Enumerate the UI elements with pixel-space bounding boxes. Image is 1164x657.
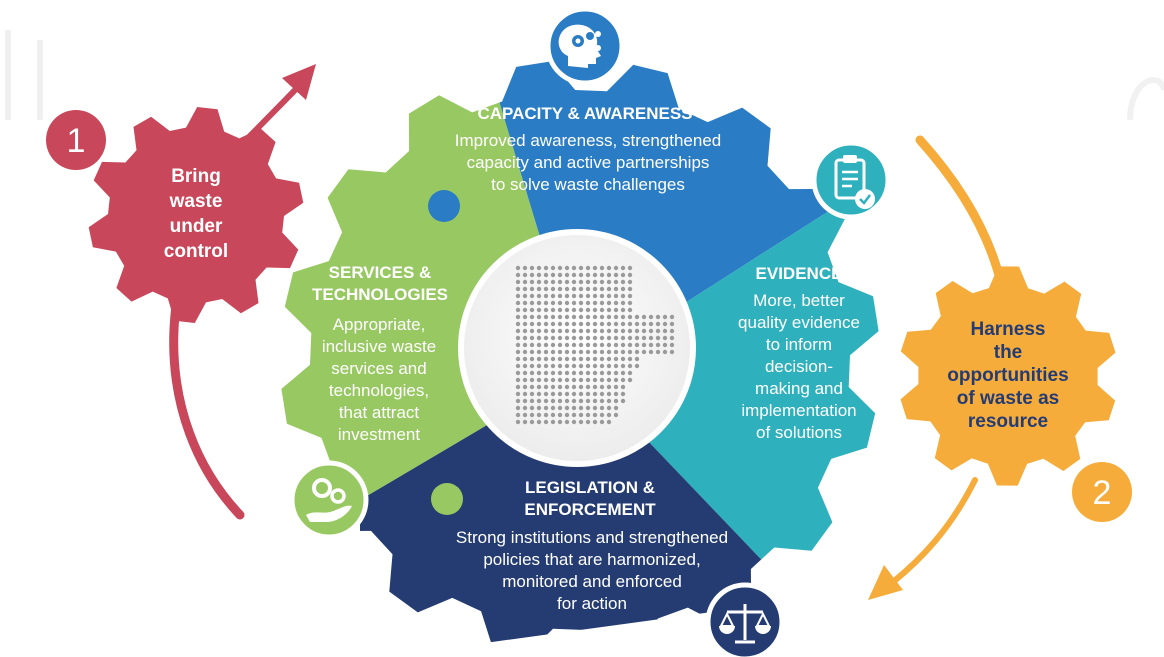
legislation-body-line-3: monitored and enforced <box>502 572 682 591</box>
right-gear-label-line-1: Harness <box>971 319 1046 340</box>
capacity-text: CAPACITY & AWARENESS Improved awareness,… <box>455 104 722 194</box>
right-gear-label-line-3: opportunities <box>947 365 1068 386</box>
right-arrow-head <box>868 565 903 600</box>
left-gear-label-line-3: under <box>170 216 223 237</box>
legislation-title-line-1: LEGISLATION & <box>525 478 655 497</box>
left-gear-label-line-2: waste <box>169 191 223 212</box>
services-body-line-2: inclusive waste <box>322 337 436 356</box>
scales-icon <box>705 582 785 657</box>
left-arrow-head <box>282 64 316 100</box>
legislation-body-line-4: for action <box>557 594 627 613</box>
puzzle-knob-evidence <box>734 468 766 500</box>
puzzle-knob-capacity-right <box>702 174 734 206</box>
evidence-body-line-4: decision- <box>765 357 833 376</box>
globe-dotted-map <box>515 265 675 425</box>
evidence-body-line-7: of solutions <box>756 423 842 442</box>
globe <box>458 229 696 467</box>
services-title-line-2: TECHNOLOGIES <box>312 285 448 304</box>
left-gear: Bring waste under control <box>88 107 304 323</box>
left-gear-label-line-4: control <box>164 241 228 262</box>
right-gear-label-line-5: resource <box>968 411 1048 432</box>
services-body-line-3: services and <box>331 359 426 378</box>
evidence-text: EVIDENCE More, better quality evidence to … <box>738 264 860 442</box>
head-gears-icon <box>545 6 625 86</box>
evidence-body-line-1: More, better <box>753 291 845 310</box>
number-badge-2: 2 <box>1072 462 1132 522</box>
capacity-body-line-2: capacity and active partnerships <box>467 153 710 172</box>
legislation-body-line-2: policies that are harmonized, <box>483 550 700 569</box>
puzzle-knob-capacity <box>428 190 460 222</box>
clipboard-check-icon <box>811 140 891 220</box>
legislation-title-line-2: ENFORCEMENT <box>524 500 656 519</box>
evidence-body-line-2: quality evidence <box>738 313 860 332</box>
puzzle-knob-services <box>431 483 463 515</box>
capacity-body-line-3: to solve waste challenges <box>491 175 685 194</box>
services-text: SERVICES & TECHNOLOGIES Appropriate, inclu… <box>312 263 448 444</box>
right-gear-label-line-4: of waste as <box>957 388 1059 409</box>
quadrant-legislation <box>360 370 800 657</box>
evidence-title: EVIDENCE <box>756 264 843 283</box>
services-body-line-4: technologies, <box>329 381 429 400</box>
hand-gears-icon <box>289 460 369 540</box>
services-body-line-5: that attract <box>339 403 420 422</box>
number-1: 1 <box>67 122 86 160</box>
watermark <box>5 30 1164 121</box>
services-body-line-1: Appropriate, <box>333 315 426 334</box>
capacity-title: CAPACITY & AWARENESS <box>477 104 692 123</box>
evidence-body-line-5: making and <box>755 379 843 398</box>
number-2: 2 <box>1093 474 1112 512</box>
left-gear-label: Bring waste under control <box>164 166 228 262</box>
right-gear-label-line-2: the <box>994 342 1023 363</box>
number-badge-1: 1 <box>46 110 106 170</box>
left-gear-label-line-1: Bring <box>171 166 221 187</box>
legislation-body-line-1: Strong institutions and strengthened <box>456 528 728 547</box>
services-title-line-1: SERVICES & <box>329 263 432 282</box>
evidence-body-line-3: to inform <box>766 335 832 354</box>
capacity-body-line-1: Improved awareness, strengthened <box>455 131 722 150</box>
evidence-body-line-6: implementation <box>741 401 856 420</box>
legislation-text: LEGISLATION & ENFORCEMENT Strong institut… <box>456 478 728 613</box>
services-body-line-6: investment <box>338 425 420 444</box>
